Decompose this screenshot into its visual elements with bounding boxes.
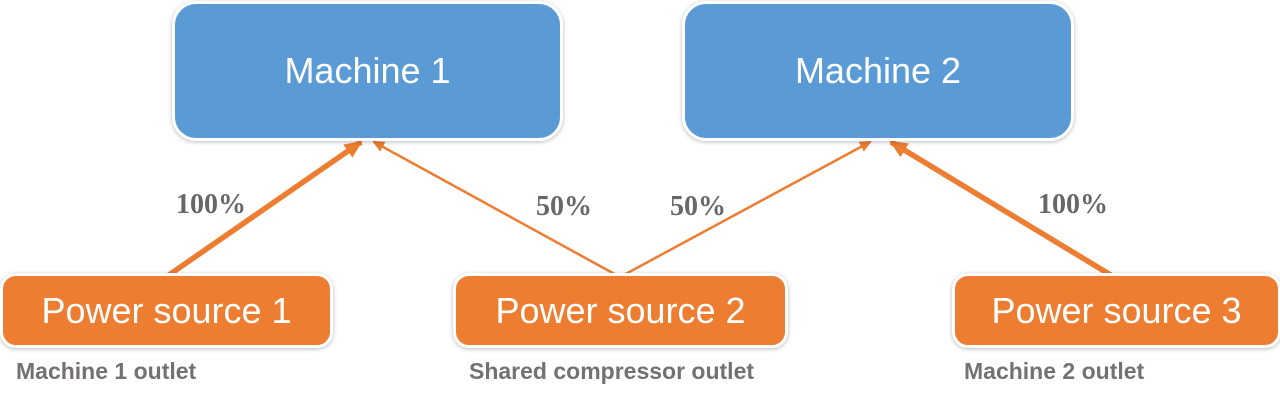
arrow-source2-machine2	[619, 140, 872, 279]
caption-machine-1-outlet: Machine 1 outlet	[16, 358, 197, 384]
node-machine-1: Machine 1	[172, 1, 563, 141]
node-machine-1-label: Machine 1	[284, 50, 451, 91]
connection-label-50pct-left: 50%	[536, 191, 592, 222]
connection-label-50pct-right: 50%	[670, 191, 726, 222]
node-power-source-1: Power source 1	[0, 273, 333, 348]
node-power-source-1-label: Power source 1	[41, 289, 292, 331]
caption-shared-compressor-outlet: Shared compressor outlet	[469, 358, 755, 384]
connection-label-100pct-left: 100%	[176, 189, 246, 220]
caption-machine-2-outlet: Machine 2 outlet	[964, 358, 1145, 384]
node-power-source-3: Power source 3	[952, 273, 1280, 348]
node-power-source-2-label: Power source 2	[495, 289, 746, 331]
node-power-source-3-label: Power source 3	[991, 289, 1242, 331]
node-machine-2: Machine 2	[682, 1, 1074, 141]
connection-label-100pct-right: 100%	[1038, 189, 1108, 220]
node-machine-2-label: Machine 2	[794, 50, 962, 91]
node-power-source-2: Power source 2	[453, 273, 788, 348]
